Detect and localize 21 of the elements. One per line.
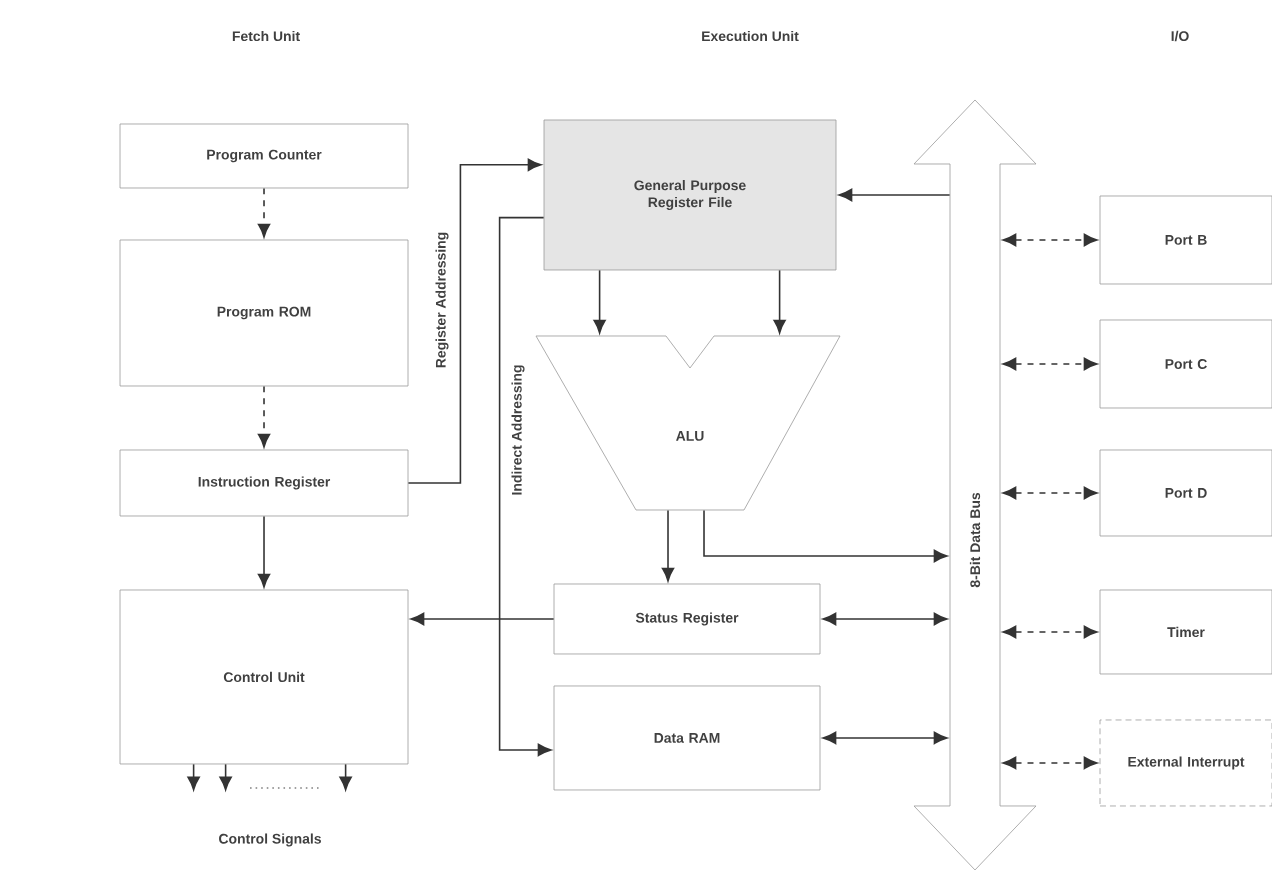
leader-arrow: [187, 763, 200, 791]
arrow: [257, 515, 271, 588]
arrow: [498, 216, 552, 757]
arrow: [703, 509, 948, 563]
arrow: [1002, 486, 1098, 500]
arrow: [822, 731, 948, 745]
arrow: [407, 158, 542, 484]
arrow: [410, 612, 555, 626]
arrow: [257, 187, 271, 238]
arrow: [822, 612, 948, 626]
arrow: [593, 269, 606, 334]
leader-arrow: [339, 763, 352, 791]
arrow: [773, 269, 786, 334]
leader-arrow: [219, 763, 232, 791]
arrow: [1002, 357, 1098, 371]
arrow: [1002, 625, 1098, 639]
arrow: [1002, 233, 1098, 247]
arrow: [1002, 756, 1098, 770]
arrow: [257, 385, 271, 448]
arrow: [661, 509, 675, 582]
arrow: [838, 188, 951, 202]
